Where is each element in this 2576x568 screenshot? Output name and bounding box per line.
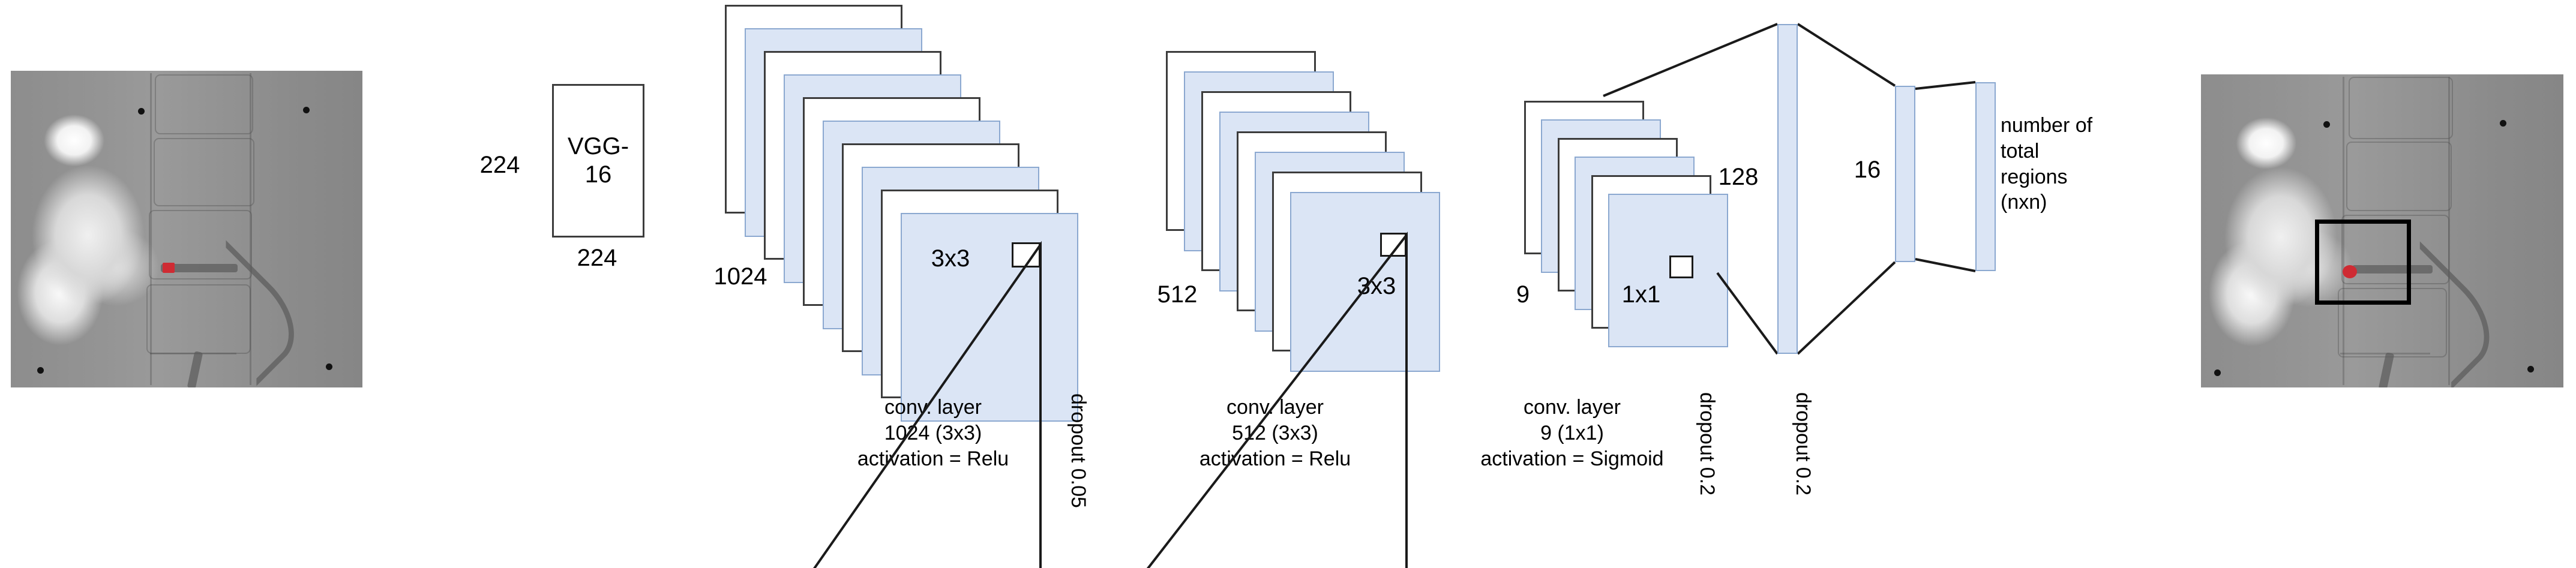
fiducial-dot	[37, 367, 44, 374]
vertebra-outline	[155, 74, 253, 134]
red-needle-tip-marker	[163, 263, 175, 273]
red-needle-tip-marker	[2343, 265, 2357, 278]
conv-block-3-depth-label: 9	[1516, 281, 1530, 308]
catheter-shaft	[2352, 265, 2433, 274]
input-width-label: 224	[577, 245, 617, 271]
xray-background	[2201, 74, 2563, 387]
vertebra-outline	[154, 138, 254, 206]
endplate-line	[150, 353, 236, 354]
conv-block-1-caption: conv. layer 1024 (3x3) activation = Relu	[857, 396, 1009, 470]
conv-block-2-depth-label: 512	[1157, 281, 1198, 308]
output-xray-image	[2201, 74, 2563, 387]
spine-edge-line	[150, 73, 152, 385]
vertebra-outline	[2341, 215, 2449, 284]
conv-block-1-receptive-field-square	[1012, 242, 1040, 268]
connector-dense128-to-dense16-bottom	[1797, 261, 1896, 355]
dense-layer-16-bar	[1895, 86, 1915, 262]
fiducial-dot	[2214, 369, 2221, 376]
xray-background	[11, 71, 362, 387]
connector-dense16-to-output-bottom	[1915, 258, 1976, 272]
fiducial-dot	[2527, 366, 2534, 372]
fiducial-dot	[2500, 120, 2506, 127]
vgg16-backbone-box: VGG- 16	[552, 84, 644, 238]
fiducial-dot	[326, 363, 332, 370]
dense-layer-128-label: 128	[1718, 164, 1759, 190]
spine-edge-line	[250, 73, 251, 385]
conv-block-1-dropout-label: dropout 0.05	[1067, 393, 1090, 508]
conv-block-3-kernel-label: 1x1	[1621, 281, 1661, 308]
conv-block-1-kernel-label: 3x3	[931, 245, 970, 272]
connector-dense16-to-output-top	[1915, 81, 1976, 90]
input-height-label: 224	[479, 152, 520, 178]
vertebra-outline	[2346, 142, 2452, 211]
vertebra-outline	[149, 210, 252, 280]
connector-conv3-to-dense128-top	[1603, 23, 1778, 97]
conv-block-1-depth-label: 1024	[713, 263, 767, 290]
output-layer-bar	[1975, 82, 1996, 271]
conv-block-3-receptive-field-square	[1669, 256, 1693, 278]
conv-feature-map-card	[1608, 194, 1728, 347]
spine-edge-line	[2343, 77, 2344, 385]
conv-block-2-caption: conv. layer 512 (3x3) activation = Relu	[1199, 396, 1351, 470]
connector-dense128-to-dense16-top	[1797, 23, 1896, 87]
input-xray-image	[11, 71, 362, 387]
fiducial-dot	[138, 108, 145, 115]
dense-layer-16-label: 16	[1854, 157, 1881, 183]
predicted-region-box	[2315, 220, 2411, 305]
conv-block-3-caption: conv. layer 9 (1x1) activation = Sigmoid	[1480, 396, 1664, 470]
vgg16-label: VGG- 16	[567, 133, 629, 188]
conv-block-3-dropout-label: dropout 0.2	[1696, 392, 1719, 496]
fiducial-dot	[2323, 121, 2330, 128]
vertebra-outline	[2349, 77, 2453, 139]
conv-block-2-receptive-field-square	[1380, 233, 1407, 257]
fiducial-dot	[303, 107, 310, 113]
dense-layer-128-bar	[1777, 24, 1798, 354]
dense-layer-128-dropout-label: dropout 0.2	[1792, 392, 1815, 496]
spine-edge-line	[2448, 77, 2450, 385]
catheter-shaft	[161, 264, 238, 272]
conv-block-2-kernel-label: 3x3	[1357, 273, 1396, 299]
output-layer-label: number of total regions (nxn)	[2001, 114, 2093, 214]
